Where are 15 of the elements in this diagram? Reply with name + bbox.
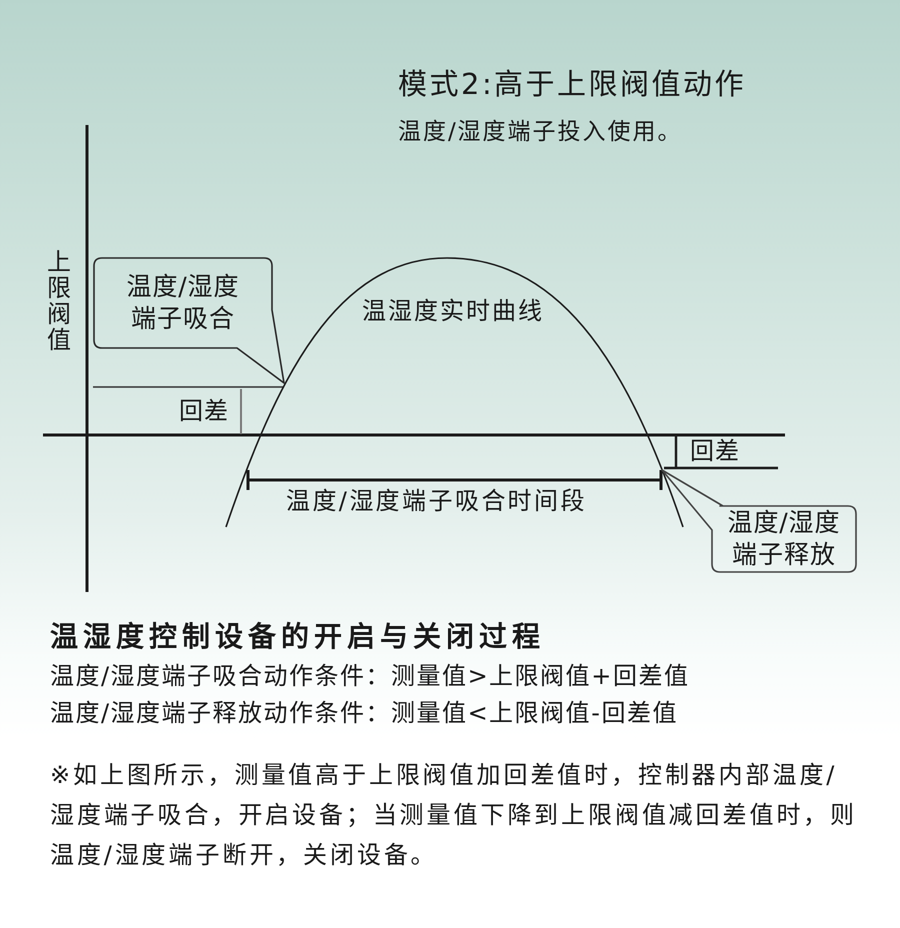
dimension-label: 回差 xyxy=(179,397,229,426)
axis-label: 上限阀值 xyxy=(47,249,72,353)
callout-text: 温度/湿度端子释放 xyxy=(726,507,842,571)
subtitle: 温度/湿度端子投入使用。 xyxy=(398,119,683,147)
section-heading: 温湿度控制设备的开启与关闭过程 xyxy=(50,620,545,654)
condition-text: 温度/湿度端子吸合动作条件：测量值>上限阀值+回差值 xyxy=(50,662,690,691)
callout-bubble xyxy=(660,468,858,574)
curve-label: 温湿度实时曲线 xyxy=(362,297,544,326)
callout-text: 温度/湿度端子吸合 xyxy=(125,271,241,335)
note-paragraph: ※如上图所示，测量值高于上限阀值加回差值时，控制器内部温度/湿度端子吸合，开启设备；当测量值下降到上限阀值减回差值时，则温度/湿度端子断开，关闭设备。 xyxy=(50,760,858,871)
dimension-label: 温度/湿度端子吸合时间段 xyxy=(286,487,587,516)
condition-text: 温度/湿度端子释放动作条件：测量值<上限阀值-回差值 xyxy=(50,699,678,728)
callout-bubble xyxy=(93,257,287,387)
title: 模式2:高于上限阀值动作 xyxy=(398,67,746,102)
dimension-label: 回差 xyxy=(690,437,740,466)
